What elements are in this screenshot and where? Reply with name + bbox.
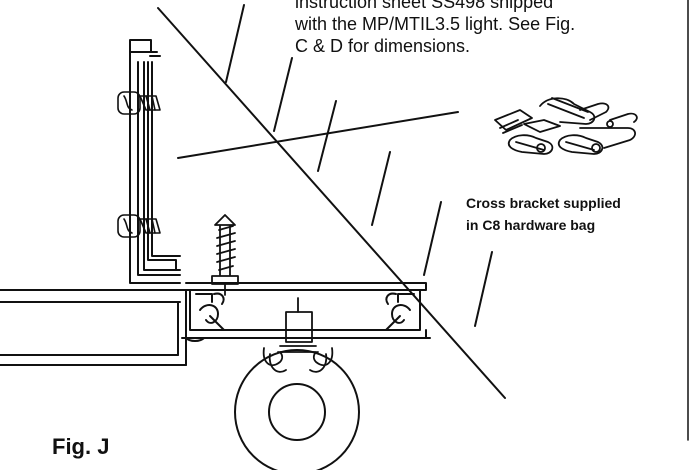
- instruction-note-line: instruction sheet SS498 shipped: [295, 0, 554, 12]
- instruction-note-line: with the MP/MTIL3.5 light. See Fig.: [295, 14, 576, 34]
- leader-line: [177, 111, 459, 159]
- ceiling-hatch-marks: [225, 4, 493, 327]
- wall-channel-bracket: [129, 39, 181, 284]
- instruction-note-line: C & D for dimensions.: [295, 36, 471, 56]
- cross-bracket-note-line: Cross bracket supplied: [466, 195, 621, 211]
- figure-label: Fig. J: [52, 434, 110, 459]
- track-channel: [181, 282, 431, 342]
- ceiling-joist: [0, 289, 187, 366]
- cross-bracket-note: Cross bracket supplied in C8 hardware ba…: [466, 192, 621, 236]
- cross-bracket-part: [494, 97, 638, 155]
- cross-bracket-note-line: in C8 hardware bag: [466, 217, 596, 233]
- lower-screw-clip: [117, 214, 161, 238]
- light-head: [234, 349, 360, 470]
- sloped-ceiling-line: [157, 7, 506, 399]
- track-fitting: [285, 297, 313, 343]
- lag-screw: [211, 214, 239, 296]
- upper-screw-clip: [117, 91, 161, 115]
- instruction-note: instruction sheet SS498 shipped with the…: [295, 0, 575, 57]
